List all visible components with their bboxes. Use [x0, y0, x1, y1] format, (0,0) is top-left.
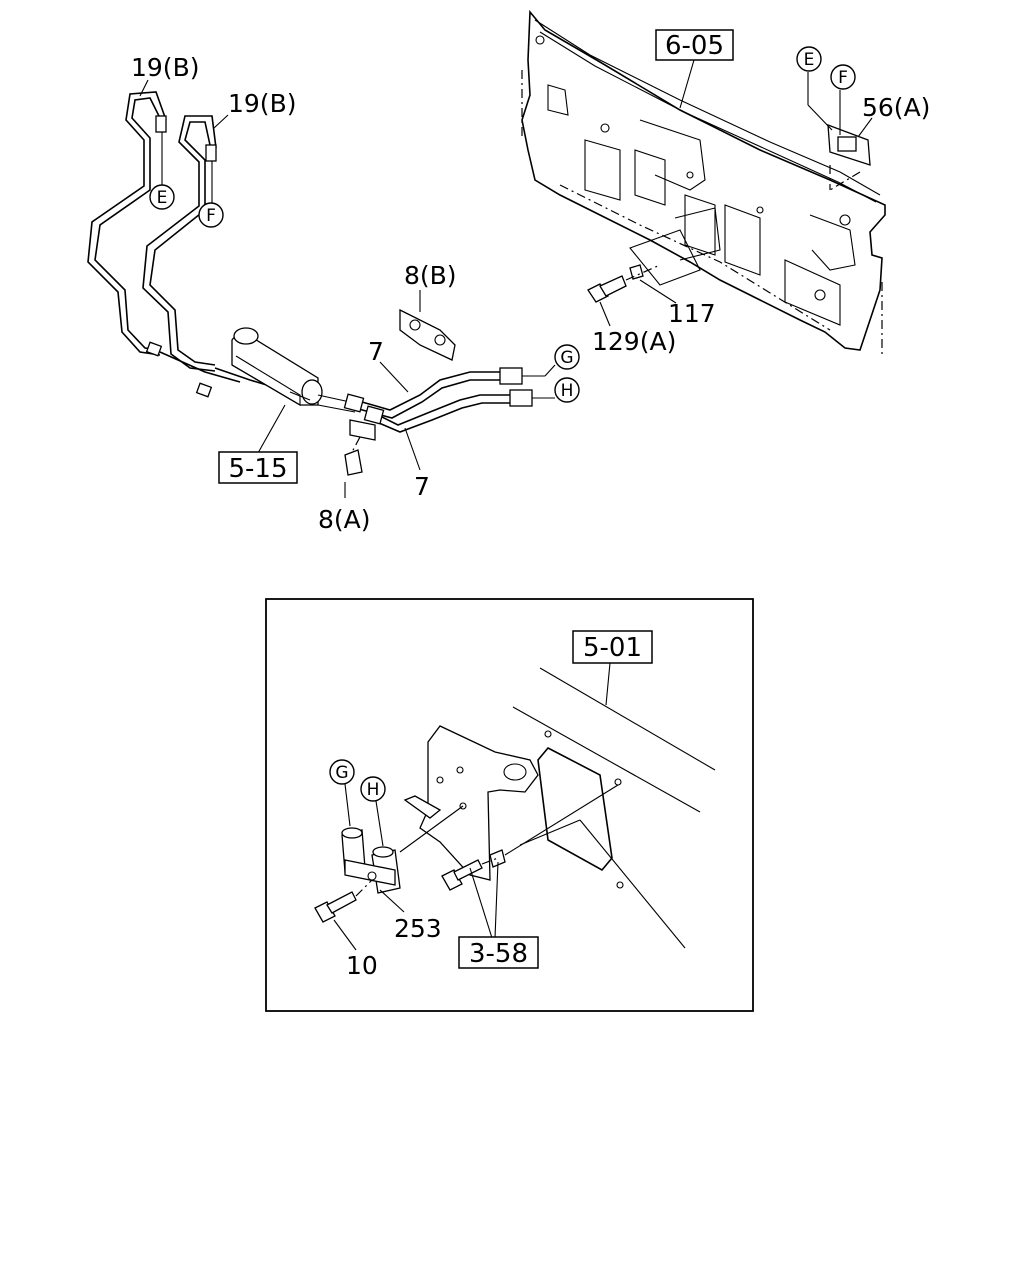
frame-ref-6-05: 6-05	[655, 29, 734, 109]
frame-ref-5-01-label: 5-01	[583, 633, 642, 663]
hose-7: 7 7	[343, 337, 555, 501]
clip-8b: 8(B)	[399, 261, 457, 361]
marker-h-detail-label: H	[367, 780, 380, 800]
bracket-56a-label: 56(A)	[862, 93, 930, 122]
part-117-label: 117	[668, 299, 716, 328]
frame-ref-6-05-label: 6-05	[665, 31, 724, 61]
clip-8a-label: 8(A)	[318, 505, 371, 534]
clip-8b-label: 8(B)	[404, 261, 457, 290]
pipe-19b-right: 19(B)	[142, 89, 296, 372]
hose-7-upper-label: 7	[368, 337, 384, 366]
detail-inset: 5-01 253 G	[265, 598, 754, 1012]
pipe-19b-right-label: 19(B)	[228, 89, 296, 118]
hose-7-lower-label: 7	[414, 472, 430, 501]
bolt-3-58: 3-58	[441, 857, 539, 969]
bolt-129a: 129(A)	[587, 264, 676, 356]
marker-f-pipe: F	[198, 202, 224, 228]
marker-g-hose: G	[544, 344, 580, 377]
marker-g-detail-label: G	[335, 763, 348, 783]
marker-f-frame: F	[830, 64, 856, 90]
frame-ref-5-01: 5-01	[572, 630, 653, 706]
cooler-ref-5-15: 5-15	[218, 404, 298, 484]
marker-g-detail: G	[329, 759, 355, 827]
bolt-129a-label: 129(A)	[592, 327, 676, 356]
marker-e-frame: E	[796, 46, 822, 72]
marker-f-frame-label: F	[838, 68, 848, 88]
pipe-19b-left: 19(B)	[87, 53, 199, 356]
bracket-ref-3-58-label: 3-58	[469, 939, 528, 969]
marker-h-hose: H	[554, 377, 580, 403]
marker-h-detail: H	[360, 776, 386, 847]
block-253-label: 253	[394, 914, 442, 943]
bolt-10: 10	[314, 879, 378, 980]
part-117: 117	[629, 264, 716, 328]
front-panel	[521, 9, 886, 355]
clip-8a: 8(A)	[318, 419, 376, 534]
mounting-bracket	[399, 725, 619, 881]
cooler-ref-5-15-label: 5-15	[228, 454, 287, 484]
pipe-19b-left-label: 19(B)	[131, 53, 199, 82]
oil-cooler	[145, 327, 356, 413]
marker-h-hose-label: H	[561, 381, 574, 401]
bracket-56a: 56(A)	[807, 72, 930, 191]
block-253: 253	[341, 827, 442, 943]
marker-e-frame-label: E	[804, 50, 815, 70]
marker-e-pipe: E	[149, 184, 175, 210]
bolt-10-label: 10	[346, 951, 378, 980]
marker-f-pipe-label: F	[206, 206, 216, 226]
marker-e-pipe-label: E	[157, 188, 168, 208]
marker-g-hose-label: G	[560, 348, 573, 368]
